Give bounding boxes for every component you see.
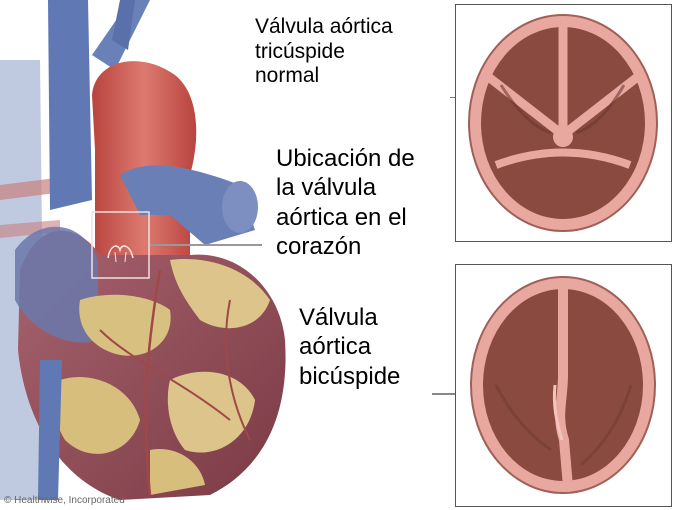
- bicuspid-valve-diagram: [456, 265, 670, 505]
- bicuspid-label-line: Válvula: [299, 303, 449, 332]
- valve-location-label: Ubicación de la válvula aórtica en el co…: [276, 144, 451, 261]
- superior-vena-cava: [48, 0, 92, 210]
- location-label-line: Ubicación de: [276, 144, 451, 173]
- location-label-line: aórtica en el: [276, 203, 451, 232]
- tricuspid-label: Válvula aórtica tricúspide normal: [255, 15, 445, 89]
- location-label-line: la válvula: [276, 173, 451, 202]
- valve-pointer-line: [150, 244, 262, 246]
- raphe: [560, 283, 568, 487]
- tricuspid-label-line: normal: [255, 64, 445, 89]
- bicuspid-label-line: bicúspide: [299, 362, 449, 391]
- aorta: [92, 61, 196, 270]
- pulmonary-branch: [222, 181, 258, 233]
- bicuspid-pointer-tick: [432, 393, 456, 395]
- location-label-line: corazón: [276, 232, 451, 261]
- tricuspid-label-line: Válvula aórtica: [255, 15, 445, 40]
- bicuspid-valve-panel: [455, 264, 672, 507]
- valve-center: [553, 127, 573, 147]
- inferior-vena-cava: [38, 360, 62, 500]
- tricuspid-label-line: tricúspide: [255, 40, 445, 65]
- bicuspid-label: Válvula aórtica bicúspide: [299, 303, 449, 391]
- copyright-credit: © Healthwise, Incorporated: [4, 495, 125, 506]
- tricuspid-valve-diagram: [456, 5, 670, 240]
- bicuspid-label-line: aórtica: [299, 332, 449, 361]
- tricuspid-valve-panel: [455, 4, 672, 242]
